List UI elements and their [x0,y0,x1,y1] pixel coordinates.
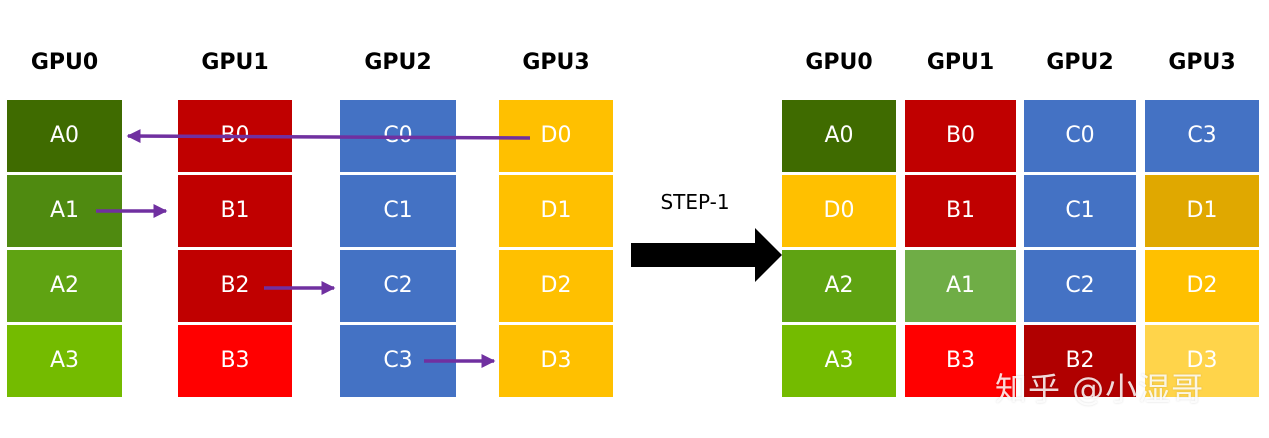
right-block-cell: A3 [782,325,896,397]
right-block-cell: C1 [1024,175,1136,247]
right-block-cell: D3 [1145,325,1259,397]
left-block-cell: A3 [7,325,122,397]
left-block-cell: D0 [499,100,613,172]
right-block-cell: D0 [782,175,896,247]
left-header-gpu3: GPU3 [522,50,590,75]
left-block-cell: B3 [178,325,292,397]
right-header-gpu0: GPU0 [805,50,873,75]
left-header-gpu1: GPU1 [201,50,269,75]
left-block-cell: D3 [499,325,613,397]
step-label: STEP-1 [660,190,730,214]
right-block-cell: B0 [905,100,1016,172]
left-block-cell: A2 [7,250,122,322]
right-header-gpu2: GPU2 [1046,50,1114,75]
right-block-cell: A0 [782,100,896,172]
left-block-cell: A0 [7,100,122,172]
left-block-cell: C3 [340,325,456,397]
step-arrow-icon [631,228,782,282]
left-header-gpu2: GPU2 [364,50,432,75]
left-block-cell: C0 [340,100,456,172]
left-header-gpu0: GPU0 [30,50,99,75]
right-header-gpu1: GPU1 [926,50,995,75]
right-block-cell: D1 [1145,175,1259,247]
left-block-cell: C1 [340,175,456,247]
right-block-cell: B2 [1024,325,1136,397]
right-block-cell: D2 [1145,250,1259,322]
right-block-cell: C0 [1024,100,1136,172]
left-block-cell: C2 [340,250,456,322]
left-block-cell: B2 [178,250,292,322]
right-header-gpu3: GPU3 [1168,50,1236,75]
left-block-cell: B1 [178,175,292,247]
left-block-cell: D1 [499,175,613,247]
left-block-cell: B0 [178,100,292,172]
right-block-cell: C3 [1145,100,1259,172]
left-block-cell: D2 [499,250,613,322]
right-block-cell: A2 [782,250,896,322]
right-block-cell: B1 [905,175,1016,247]
right-block-cell: B3 [905,325,1016,397]
watermark: 知乎 @小湿哥 [995,370,1205,408]
left-block-cell: A1 [7,175,122,247]
right-block-cell: A1 [905,250,1016,322]
right-block-cell: C2 [1024,250,1136,322]
